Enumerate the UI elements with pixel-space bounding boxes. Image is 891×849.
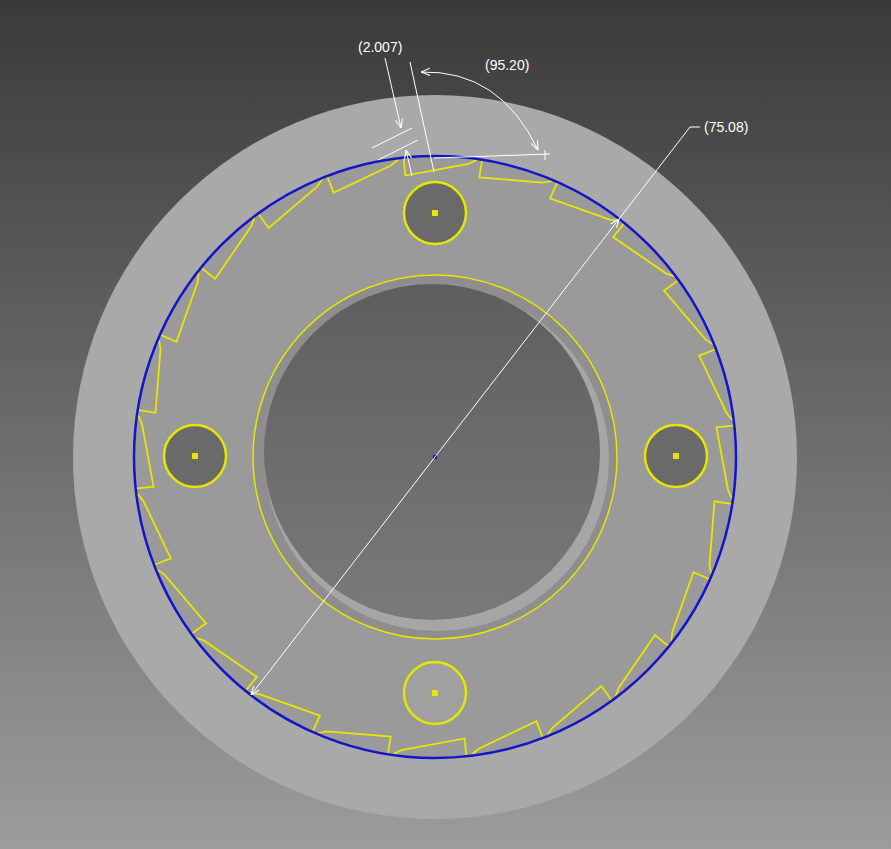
sawtooth-profile (137, 159, 734, 756)
tooth (550, 183, 620, 221)
dimension-value: (2.007) (358, 39, 402, 55)
tooth (716, 426, 733, 499)
tooth (259, 179, 323, 228)
tooth (664, 281, 713, 345)
outer-flange (73, 95, 797, 819)
dimension-value: (95.20) (485, 57, 529, 73)
tooth (139, 340, 161, 413)
tooth (671, 572, 709, 642)
tooth (616, 635, 669, 696)
pitch-circle (134, 156, 736, 758)
hole-centers (192, 210, 679, 696)
tooth (547, 686, 611, 735)
face (134, 156, 736, 758)
tooth (137, 415, 154, 488)
dimension-lines (251, 58, 700, 695)
dimension-value: (75.08) (704, 119, 748, 135)
tooth (404, 159, 477, 176)
tooth (613, 224, 674, 277)
tooth (709, 501, 731, 574)
tooth (202, 217, 255, 278)
tooth (195, 638, 256, 691)
bolt-holes (164, 182, 707, 724)
tooth (161, 272, 199, 342)
tooth (318, 731, 391, 753)
tooth (157, 569, 206, 633)
tooth (393, 738, 466, 755)
tooth (250, 693, 320, 731)
tooth (479, 161, 552, 183)
bore (264, 284, 600, 620)
